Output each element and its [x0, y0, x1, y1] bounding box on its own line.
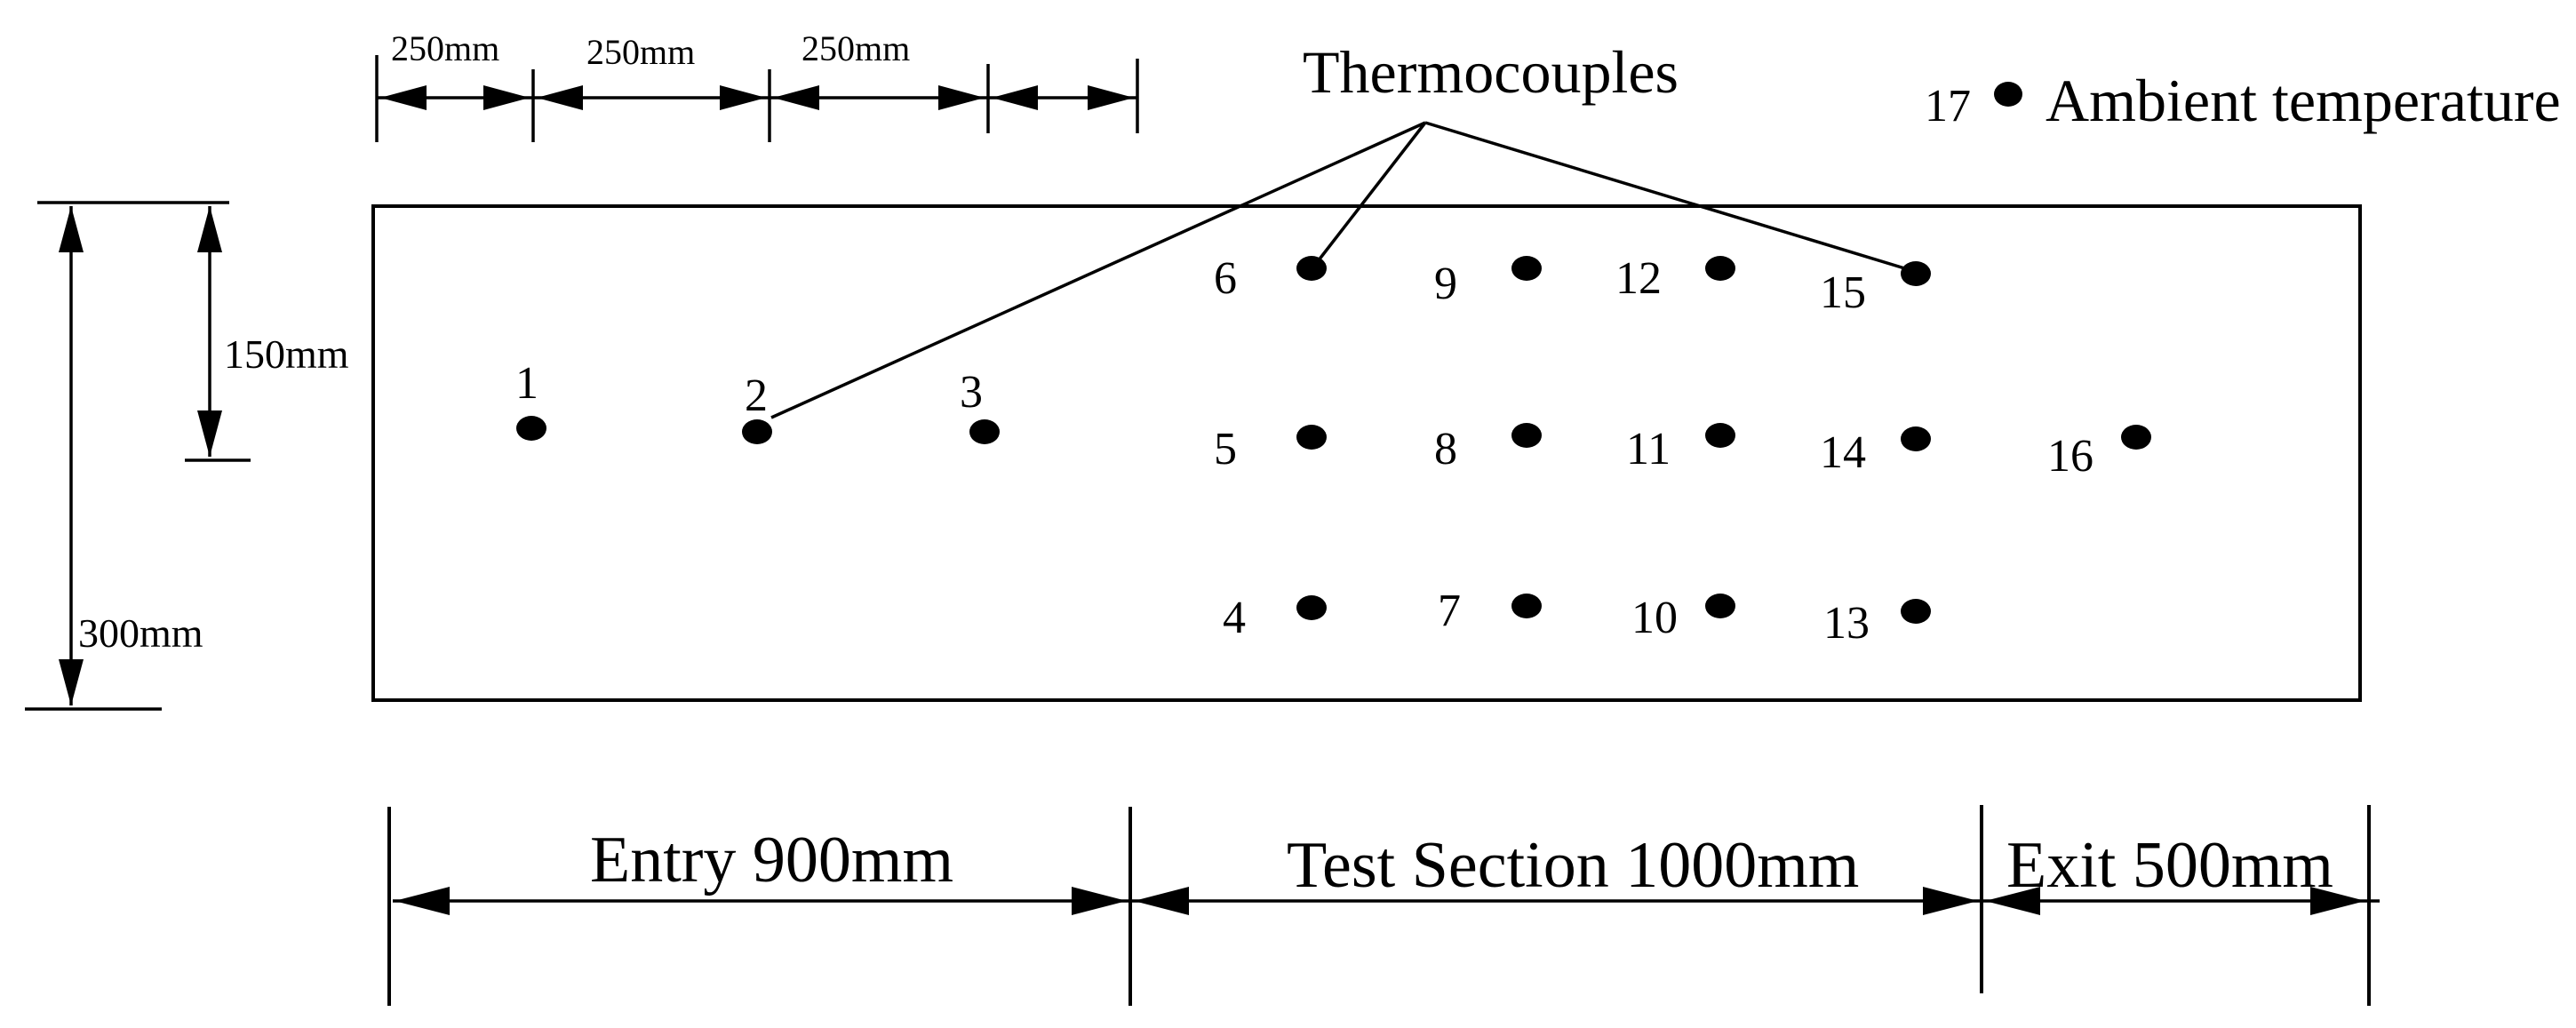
thermocouple-points: 1 2 3 6 5 4 9 8 7 12 11 10 15 14 13: [515, 253, 2151, 649]
thermocouple-dot: [1511, 594, 1542, 618]
arrowhead: [2310, 887, 2365, 915]
thermocouple-number: 1: [515, 358, 538, 409]
thermocouple-dot: [1296, 595, 1327, 620]
thermocouple-leaders: Thermocouples: [770, 38, 1911, 419]
thermocouple-dot: [742, 419, 772, 444]
thermocouple-number: 15: [1820, 267, 1866, 318]
spacing-label: 250mm: [802, 28, 910, 68]
arrowhead: [1923, 887, 1978, 915]
arrowhead: [59, 206, 84, 252]
height-label-300: 300mm: [78, 610, 203, 656]
spacing-label: 250mm: [586, 32, 695, 72]
thermocouple-dot: [1705, 423, 1735, 448]
duct-outline: [371, 204, 2362, 702]
height-dimension: 150mm 300mm: [25, 201, 349, 711]
leader-line: [770, 121, 1426, 419]
thermocouple-number: 8: [1434, 424, 1457, 474]
arrowhead: [1088, 85, 1134, 110]
spacing-dimension: 250mm 250mm 250mm: [375, 28, 1139, 142]
ambient-dot: [1994, 82, 2022, 107]
thermocouple-dot: [1296, 256, 1327, 281]
thermocouple-dot: [1901, 599, 1931, 624]
thermocouple-number: 16: [2047, 431, 2093, 482]
thermocouples-label: Thermocouples: [1303, 38, 1679, 106]
thermocouple-number: 9: [1434, 259, 1457, 309]
spacing-label: 250mm: [391, 28, 499, 68]
thermocouple-dot: [1901, 261, 1931, 286]
section-dimensions: Entry 900mm Test Section 1000mm Exit 500…: [387, 805, 2380, 1006]
leader-line: [1424, 121, 1911, 272]
arrowhead: [1985, 887, 2040, 915]
arrowhead: [938, 85, 985, 110]
thermocouple-number: 5: [1214, 424, 1237, 474]
exit-label: Exit 500mm: [2006, 829, 2333, 902]
leader-line: [1313, 121, 1427, 267]
arrowhead: [380, 85, 427, 110]
thermocouple-dot: [1511, 256, 1542, 281]
arrowhead: [483, 85, 530, 110]
arrowhead: [395, 887, 450, 915]
thermocouple-number: 3: [960, 367, 983, 418]
thermocouple-dot: [1511, 423, 1542, 448]
arrowhead: [59, 659, 84, 705]
thermocouple-number: 11: [1626, 424, 1671, 474]
ambient-label: Ambient temperature: [2046, 67, 2561, 134]
arrowhead: [720, 85, 766, 110]
arrowhead: [773, 85, 819, 110]
thermocouple-dot: [1296, 425, 1327, 450]
thermocouple-number: 4: [1223, 593, 1246, 643]
height-label-150: 150mm: [224, 331, 349, 377]
thermocouple-number: 2: [745, 371, 768, 421]
arrowhead: [537, 85, 583, 110]
thermocouple-number: 10: [1631, 593, 1678, 643]
thermocouple-number: 14: [1820, 427, 1866, 478]
thermocouple-dot: [1901, 426, 1931, 451]
thermocouple-dot: [1705, 256, 1735, 281]
arrowhead: [1134, 887, 1189, 915]
thermocouple-number: 12: [1615, 253, 1662, 304]
entry-label: Entry 900mm: [590, 824, 953, 897]
thermocouple-dot: [1705, 594, 1735, 618]
thermocouple-number: 13: [1823, 598, 1870, 649]
ambient-number: 17: [1925, 81, 1971, 131]
thermocouple-dot: [516, 416, 546, 441]
test-section-label: Test Section 1000mm: [1287, 829, 1859, 902]
thermocouple-number: 7: [1438, 586, 1461, 636]
arrowhead: [197, 410, 222, 457]
ambient-legend: 17 Ambient temperature: [1925, 67, 2561, 134]
thermocouple-dot: [969, 419, 1000, 444]
arrowhead: [197, 206, 222, 252]
arrowhead: [1072, 887, 1127, 915]
thermocouple-number: 6: [1214, 253, 1237, 304]
thermocouple-dot: [2121, 425, 2151, 450]
arrowhead: [992, 85, 1038, 110]
